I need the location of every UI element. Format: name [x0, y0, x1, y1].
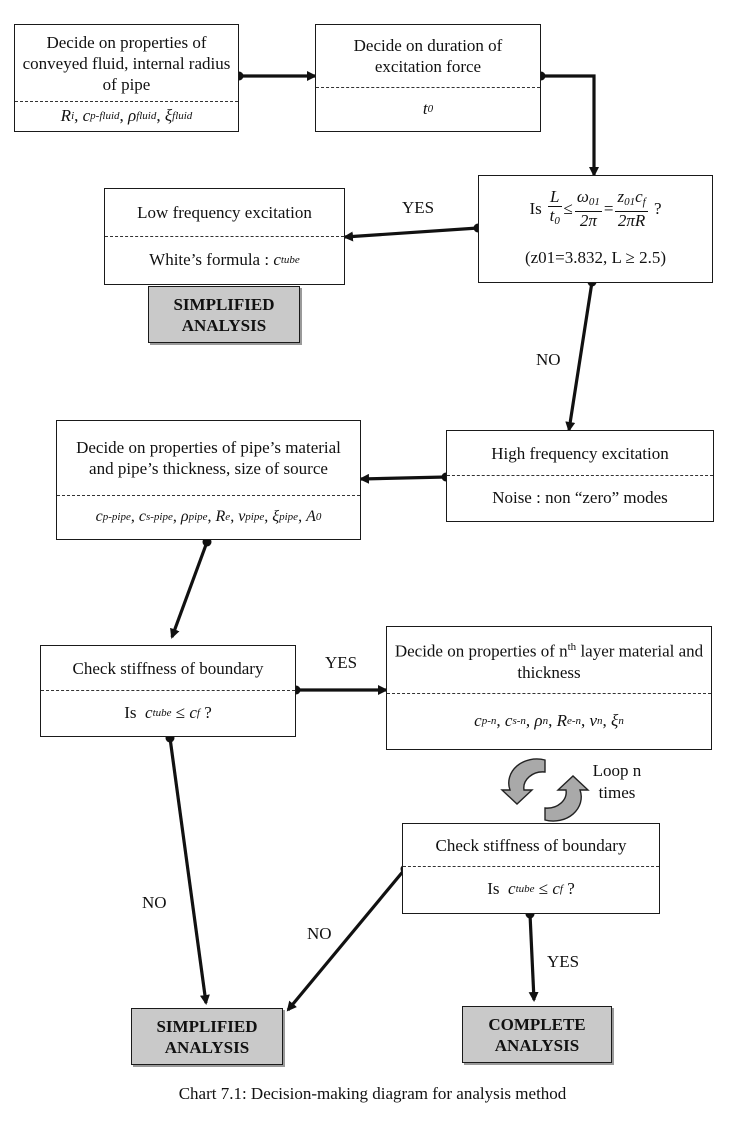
- frequency-note: (z01=3.832, L ≥ 2.5): [524, 248, 667, 267]
- high-frequency-text: High frequency excitation: [491, 443, 669, 463]
- pipe-properties-text: Decide on properties of pipe’s material …: [76, 438, 341, 478]
- no-label-2: NO: [142, 893, 167, 912]
- pipe-properties-box: Decide on properties of pipe’s material …: [56, 420, 361, 540]
- arrow-duration-to-question: [541, 74, 599, 177]
- loop-icon: [500, 758, 590, 822]
- arrow-question-to-highfreq: [565, 281, 594, 432]
- noise-text: Noise : non “zero” modes: [492, 487, 668, 507]
- nth-layer-text: Decide on properties of nth layer materi…: [394, 641, 704, 682]
- fluid-properties-box: Decide on properties of conveyed fluid, …: [14, 24, 239, 132]
- no-label-1: NO: [536, 350, 561, 369]
- check-stiffness-text-2: Check stiffness of boundary: [435, 835, 627, 855]
- simplified-analysis-top: SIMPLIFIED ANALYSIS: [148, 286, 300, 343]
- duration-text: Decide on duration of excitation force: [353, 36, 503, 76]
- complete-analysis: COMPLETE ANALYSIS: [462, 1006, 612, 1063]
- arrow-highfreq-to-pipeprops: [359, 473, 447, 484]
- low-frequency-box: Low frequency excitation White’s formula…: [104, 188, 345, 285]
- fluid-properties-text: Decide on properties of conveyed fluid, …: [22, 32, 231, 94]
- check-stiffness-text-1: Check stiffness of boundary: [72, 658, 264, 678]
- arrow-check2-to-simplified: [286, 867, 407, 1012]
- nth-layer-box: Decide on properties of nth layer materi…: [386, 626, 712, 750]
- yes-label-2: YES: [325, 653, 358, 672]
- arrow-check2-to-complete: [528, 913, 539, 1002]
- loop-label: Loop n times: [592, 761, 642, 802]
- simplified-analysis-bottom: SIMPLIFIED ANALYSIS: [131, 1008, 283, 1065]
- yes-label-3: YES: [547, 952, 580, 971]
- yes-label-1: YES: [402, 198, 435, 217]
- arrow-check1-to-simplified: [168, 737, 210, 1005]
- figure-caption: Chart 7.1: Decision-making diagram for a…: [178, 1084, 567, 1103]
- arrow-question-to-lowfreq: [343, 226, 479, 242]
- no-label-3: NO: [307, 924, 332, 943]
- low-frequency-text: Low frequency excitation: [137, 203, 312, 222]
- arrow-pipeprops-to-check1: [170, 541, 209, 639]
- duration-box: Decide on duration of excitation force t…: [315, 24, 541, 132]
- high-frequency-box: High frequency excitation Noise : non “z…: [446, 430, 714, 522]
